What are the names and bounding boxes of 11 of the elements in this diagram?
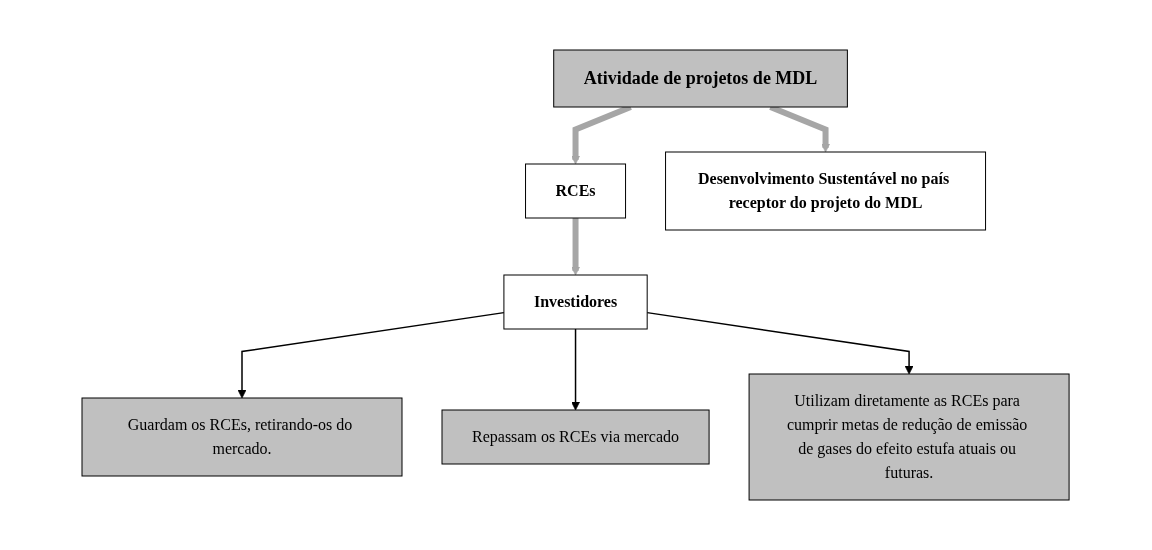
arrow [571, 328, 581, 411]
node-box: Guardam os RCEs, retirando-os do mercado. [81, 397, 403, 477]
node-box: Atividade de projetos de MDL [553, 49, 849, 108]
arrow [238, 311, 506, 399]
node-box: Desenvolvimento Sustentável no país receptor do projeto do MDL [665, 151, 987, 231]
node-box: Investidores [503, 274, 649, 330]
node-box: Repassam os RCEs via mercado [441, 409, 711, 465]
arrow [571, 218, 581, 276]
arrow [646, 311, 914, 375]
node-box: Utilizam diretamente as RCEs para cumprir metas de redução de emissão de gases do efeito estufa atuais ou futuras. [749, 373, 1071, 501]
node-box: RCEs [525, 163, 627, 219]
